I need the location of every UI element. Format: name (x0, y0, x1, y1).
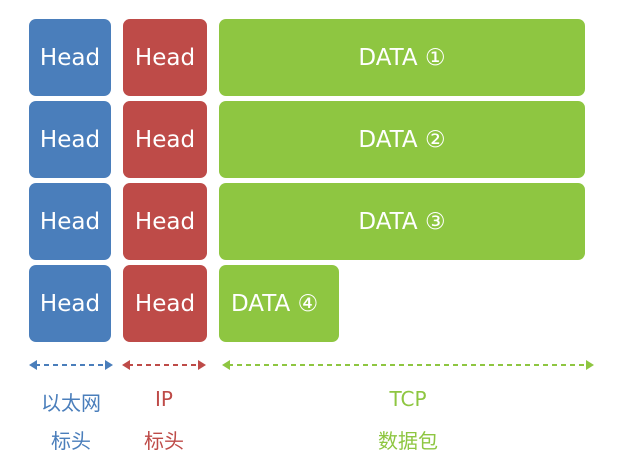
ethernet-label-line2: 标头 (51, 429, 91, 453)
tcp-data-2: DATA ② (219, 101, 585, 178)
ip-span-arrow (122, 359, 206, 371)
ip-head-3: Head (123, 183, 207, 260)
ethernet-head-4: Head (29, 265, 111, 342)
ethernet-head-2: Head (29, 101, 111, 178)
tcp-label-line1: TCP (389, 387, 427, 411)
ethernet-head-1: Head (29, 19, 111, 96)
ethernet-head-3: Head (29, 183, 111, 260)
ip-label-line2: 标头 (144, 429, 184, 453)
ip-head-1: Head (123, 19, 207, 96)
ip-head-2: Head (123, 101, 207, 178)
tcp-data-1: DATA ① (219, 19, 585, 96)
ip-head-4: Head (123, 265, 207, 342)
tcp-data-3: DATA ③ (219, 183, 585, 260)
ip-label-line1: IP (155, 387, 173, 411)
tcp-span-arrow (222, 359, 594, 371)
ethernet-label-line1: 以太网 (41, 391, 101, 415)
tcp-label-line2: 数据包 (378, 429, 438, 453)
tcp-data-4: DATA ④ (219, 265, 339, 342)
ethernet-span-arrow (29, 359, 113, 371)
